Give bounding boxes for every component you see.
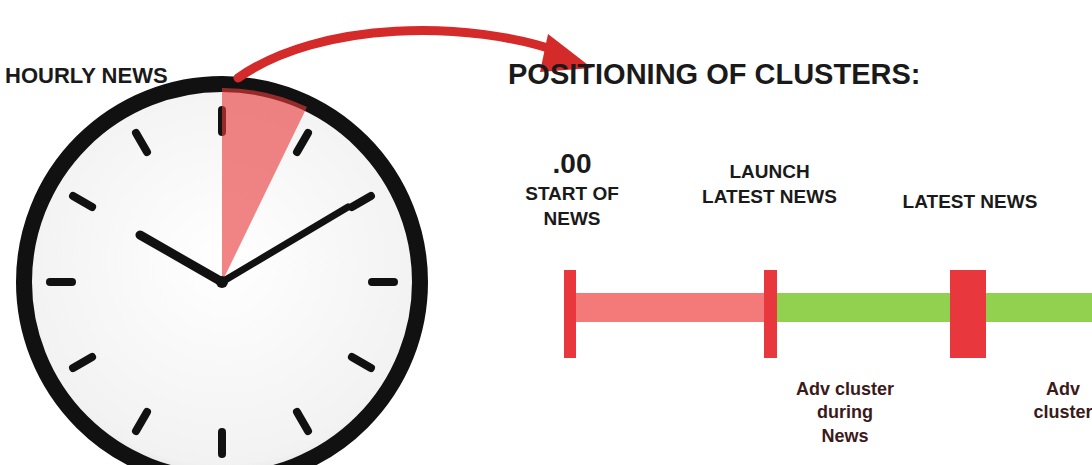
hour-tick [73,196,92,207]
segment-label: Adv cluster during News [793,378,897,448]
hour-tick [352,196,371,207]
hour-tick [218,432,226,454]
latest-news-marker [950,270,986,358]
marker-label: START OF NEWS [520,182,624,231]
marker-label: LAUNCH LATEST NEWS [697,160,842,209]
hour-tick [50,278,72,286]
hour-hand [140,235,222,282]
clock-illustration [24,84,420,465]
hour-tick [372,278,394,286]
hour-tick [352,357,371,368]
timeline [564,270,1092,358]
hour-tick [136,412,147,431]
time-label: .00 [520,146,624,182]
start-marker [564,270,576,358]
marker-label: LATEST NEWS [880,190,1060,215]
hour-tick [297,412,308,431]
clock-heading: HOURLY NEWS [5,62,175,91]
segment-label: Adv cluster [1020,378,1092,425]
adv-bar [770,293,1092,322]
launch-marker [764,270,777,358]
section-heading: POSITIONING OF CLUSTERS: [508,56,1092,94]
news-bar [570,293,770,322]
minute-hand [222,207,348,282]
hour-tick [136,133,147,152]
hour-tick [73,357,92,368]
hour-tick [297,133,308,152]
